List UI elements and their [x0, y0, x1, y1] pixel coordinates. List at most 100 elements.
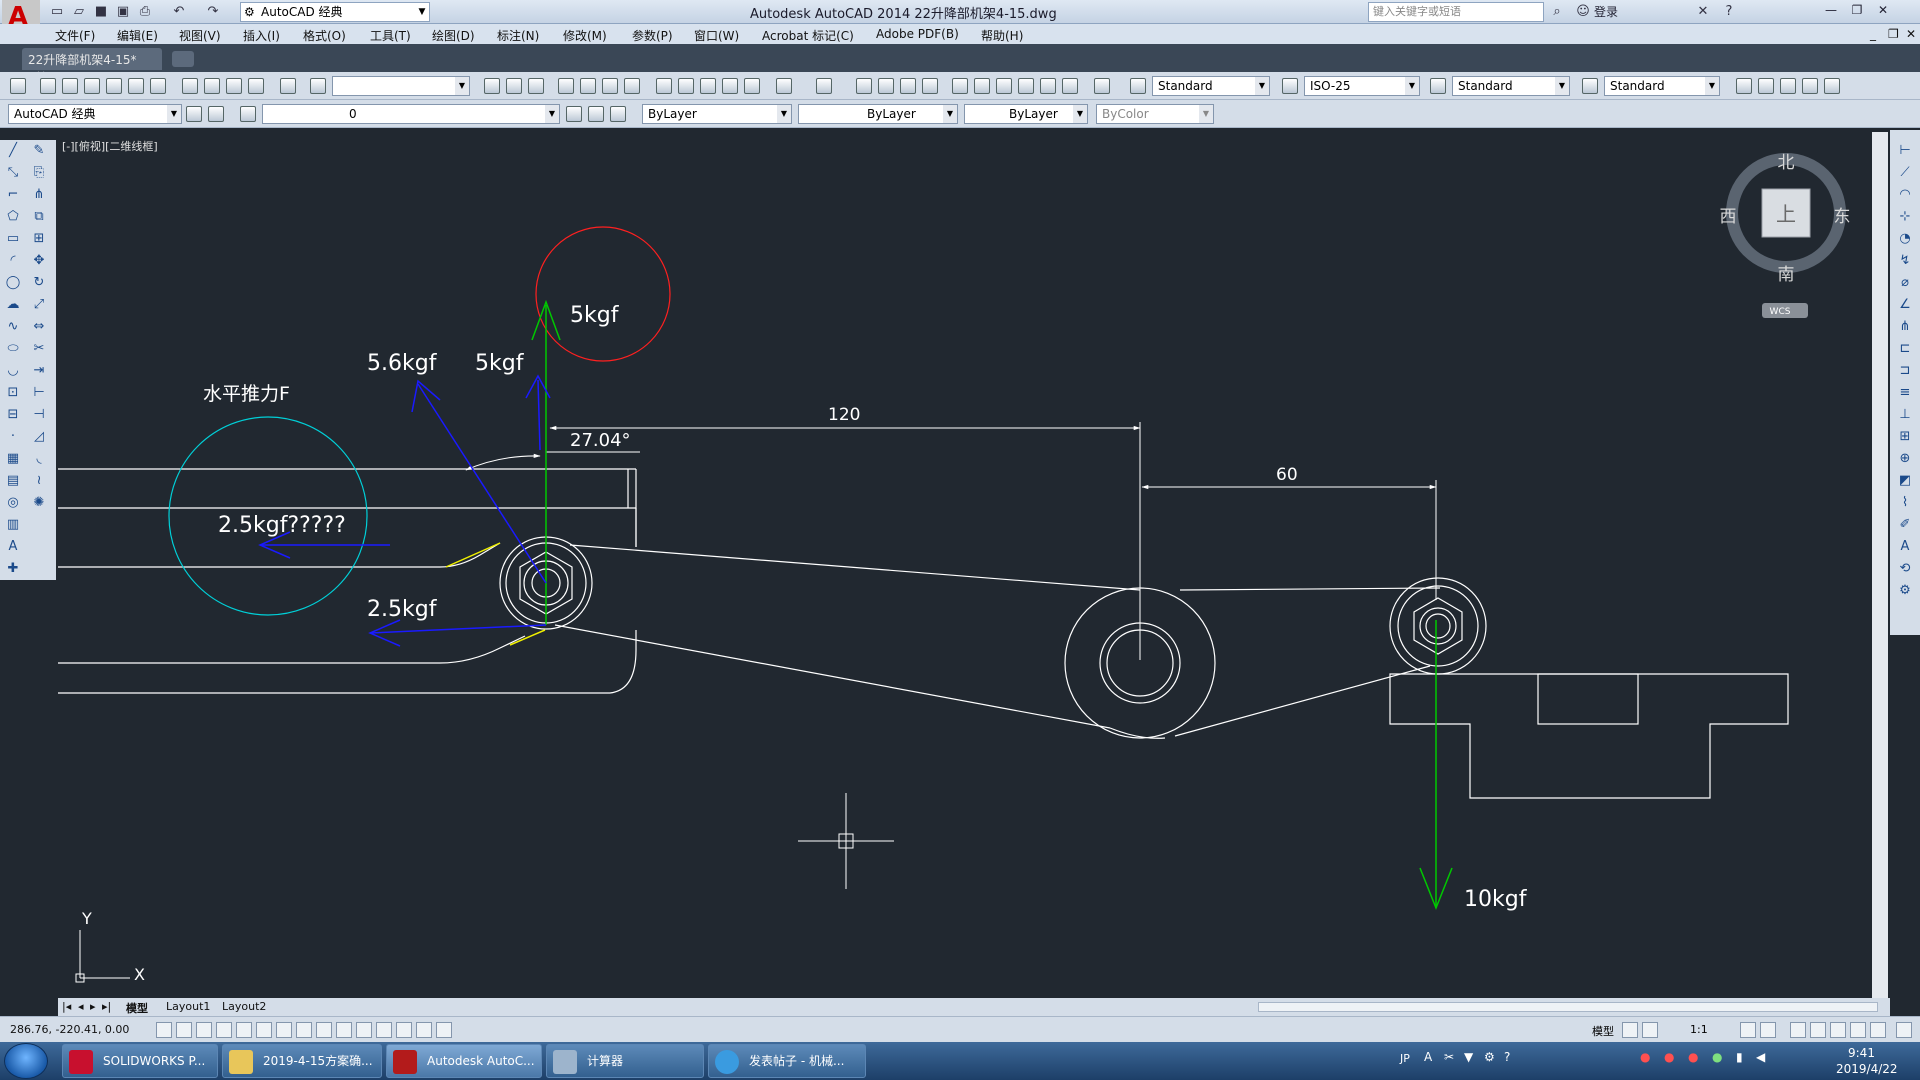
add-selected-icon[interactable]: ✚ [7, 561, 19, 576]
arc-icon[interactable]: ◜ [10, 253, 16, 268]
menu-insert[interactable]: 插入(I) [243, 29, 280, 43]
trim-icon[interactable]: ✂ [33, 341, 45, 356]
view-top-icon[interactable] [40, 78, 56, 94]
search-input[interactable]: 键入关键字或短语 [1368, 2, 1544, 22]
view-front-icon[interactable] [128, 78, 144, 94]
insert-block-icon[interactable]: ⊡ [7, 385, 19, 400]
dim-update-icon[interactable]: ⟲ [1899, 561, 1911, 576]
dim-edit-icon[interactable]: ✐ [1899, 517, 1911, 532]
publish-icon[interactable] [602, 78, 618, 94]
view-left-icon[interactable] [84, 78, 100, 94]
spline-icon[interactable]: ∿ [7, 319, 19, 334]
hardware-accel-icon[interactable] [1830, 1022, 1846, 1038]
horizontal-scrollbar[interactable] [1258, 1002, 1878, 1012]
point-icon[interactable]: · [10, 429, 16, 444]
iso-nw-icon[interactable] [248, 78, 264, 94]
inspect-icon[interactable]: ◩ [1898, 473, 1912, 488]
polar-tracking-icon[interactable] [236, 1022, 252, 1038]
quick-properties-icon[interactable] [396, 1022, 412, 1038]
linear-dim-icon[interactable]: ⊢ [1899, 143, 1911, 158]
clean-screen-icon[interactable] [1896, 1022, 1912, 1038]
table-style-icon[interactable] [1430, 78, 1446, 94]
workspace-combo[interactable]: AutoCAD 经典▼ [8, 104, 182, 124]
menu-window[interactable]: 窗口(W) [694, 29, 740, 43]
dynamic-input-icon[interactable] [336, 1022, 352, 1038]
sheet-set-icon[interactable] [1018, 78, 1034, 94]
workspace-switching-icon[interactable] [1790, 1022, 1806, 1038]
dim-break-icon[interactable]: ⊥ [1899, 407, 1911, 422]
angular-dim-icon[interactable]: ∠ [1899, 297, 1911, 312]
ellipse-icon[interactable]: ⬭ [7, 341, 19, 356]
view-bottom-icon[interactable] [62, 78, 78, 94]
open-icon[interactable] [506, 78, 522, 94]
menu-dimension[interactable]: 标注(N) [497, 29, 540, 43]
workspace-icon[interactable] [10, 78, 26, 94]
3d-osnap-icon[interactable] [276, 1022, 292, 1038]
quick-view-drawings-icon[interactable] [1642, 1022, 1658, 1038]
tab-nav-prev-icon[interactable]: ◂ [78, 1000, 84, 1013]
center-mark-icon[interactable]: ⊕ [1899, 451, 1911, 466]
menu-file[interactable]: 文件(F) [55, 29, 96, 43]
selection-cycling-icon[interactable] [416, 1022, 432, 1038]
save-icon[interactable]: ■ [94, 4, 108, 19]
erase-icon[interactable]: ✎ [33, 143, 45, 158]
tab-nav-first-icon[interactable]: |◂ [62, 1000, 72, 1013]
plotstyle-select[interactable]: ByColor▼ [1096, 104, 1214, 124]
tray-settings-icon[interactable]: ⚙ [1484, 1050, 1495, 1064]
zoom-window-icon[interactable] [900, 78, 916, 94]
extend-icon[interactable]: ⇥ [33, 363, 45, 378]
arc-length-icon[interactable]: ◠ [1899, 187, 1911, 202]
iso-ne-icon[interactable] [226, 78, 242, 94]
make-current-icon[interactable] [566, 106, 582, 122]
dim-space-icon[interactable]: ≡ [1899, 385, 1911, 400]
design-center-icon[interactable] [974, 78, 990, 94]
dim-style-side-icon[interactable]: ⚙ [1899, 583, 1911, 598]
restore-button[interactable]: ❐ [1851, 3, 1863, 17]
3d-dwf-icon[interactable] [624, 78, 640, 94]
cut-icon[interactable] [656, 78, 672, 94]
mleader-style-select[interactable]: Standard▼ [1604, 76, 1720, 96]
customize-icon[interactable] [208, 106, 224, 122]
menu-acrobat[interactable]: Acrobat 标记(C) [762, 29, 854, 43]
status-menu-icon[interactable] [1870, 1022, 1886, 1038]
jogged-dim-icon[interactable]: ↯ [1899, 253, 1911, 268]
layer-states-icon[interactable] [1758, 78, 1774, 94]
menu-tools[interactable]: 工具(T) [370, 29, 411, 43]
workspace-settings-icon[interactable] [186, 106, 202, 122]
construction-line-icon[interactable]: ⤡ [7, 165, 19, 180]
layer-prev-icon[interactable] [1736, 78, 1752, 94]
wcs-menu[interactable]: WCS [1770, 307, 1791, 317]
annotation-scale[interactable]: 1:1 [1690, 1023, 1708, 1036]
drawing-viewport[interactable]: 5kgf 5.6kgf 5kgf 水平推力F 27.04° 120 60 2.5… [58, 132, 1870, 1000]
color-select[interactable]: ByLayer▼ [642, 104, 792, 124]
doc-close-button[interactable]: ✕ [1906, 27, 1917, 41]
menu-modify[interactable]: 修改(M) [563, 29, 607, 43]
exchange-icon[interactable]: ✕ [1697, 4, 1709, 19]
hatch-icon[interactable]: ▦ [6, 451, 20, 466]
dim-text-edit-icon[interactable]: A [1900, 539, 1910, 554]
print-icon[interactable]: ⎙ [139, 4, 151, 19]
viewcube-east[interactable]: 东 [1834, 207, 1851, 227]
tray-app-icon[interactable]: ● [1688, 1050, 1699, 1064]
copy-icon[interactable] [678, 78, 694, 94]
taskbar-calculator[interactable]: 计算器 [546, 1044, 704, 1078]
ortho-mode-icon[interactable] [216, 1022, 232, 1038]
model-space-toggle[interactable]: 模型 [1592, 1025, 1614, 1038]
dynamic-ucs-icon[interactable] [316, 1022, 332, 1038]
layer-properties-icon[interactable] [240, 106, 256, 122]
minimize-button[interactable]: — [1825, 3, 1837, 17]
match-properties-icon[interactable] [722, 78, 738, 94]
menu-parametric[interactable]: 参数(P) [632, 29, 673, 43]
otrack-icon[interactable] [296, 1022, 312, 1038]
ellipse-arc-icon[interactable]: ◡ [7, 363, 19, 378]
transparency-icon[interactable] [376, 1022, 392, 1038]
layer-select[interactable]: 0▼ [262, 104, 560, 124]
camera-icon[interactable] [280, 78, 296, 94]
clock-time[interactable]: 9:41 [1848, 1046, 1875, 1060]
cad-drawing[interactable]: 5kgf 5.6kgf 5kgf 水平推力F 27.04° 120 60 2.5… [58, 132, 1870, 1000]
blend-icon[interactable]: ≀ [36, 473, 42, 488]
linetype-select[interactable]: ByLayer▼ [798, 104, 958, 124]
mleader-style-icon[interactable] [1582, 78, 1598, 94]
tray-shirt-icon[interactable]: ▼ [1464, 1050, 1474, 1064]
login-link[interactable]: 登录 [1594, 5, 1619, 19]
